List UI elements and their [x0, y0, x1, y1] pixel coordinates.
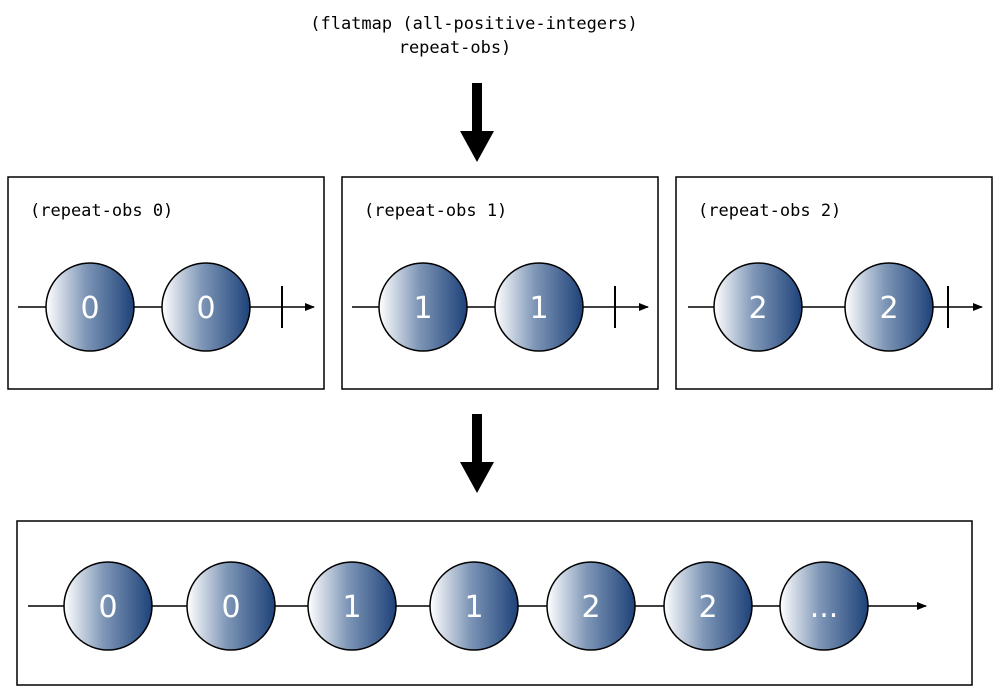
marble-label: 0 [80, 291, 99, 326]
marble-label: 1 [342, 590, 361, 625]
marble: 1 [307, 561, 397, 651]
marble-label: 0 [98, 590, 117, 625]
marble-circle [45, 262, 135, 352]
repeat-obs-panel: (repeat-obs 2) 2 2 [675, 176, 993, 390]
marble-label: 0 [221, 590, 240, 625]
panel-label: (repeat-obs 2) [698, 201, 841, 221]
header-code-line-1: (flatmap (all-positive-integers) [310, 14, 638, 34]
marble: 2 [844, 262, 934, 352]
marble-circle [844, 262, 934, 352]
down-arrow-icon [460, 414, 494, 493]
marble-circle [161, 262, 251, 352]
marble: 0 [63, 561, 153, 651]
marble-label: 2 [748, 291, 767, 326]
marble-circle [63, 561, 153, 651]
marble: ... [779, 561, 869, 651]
marble-circle [779, 561, 869, 651]
marble-circle [713, 262, 803, 352]
marble-circle [378, 262, 468, 352]
marble: 2 [663, 561, 753, 651]
marble: 2 [713, 262, 803, 352]
marble-circle [307, 561, 397, 651]
panel-label: (repeat-obs 0) [30, 201, 173, 221]
marble: 0 [45, 262, 135, 352]
marble: 2 [546, 561, 636, 651]
marble-label: 1 [413, 291, 432, 326]
marble: 1 [494, 262, 584, 352]
marble: 0 [186, 561, 276, 651]
marble-label: 2 [879, 291, 898, 326]
marble-label: 1 [529, 291, 548, 326]
result-panel: 0 0 1 1 2 2... [16, 520, 973, 686]
marble: 1 [429, 561, 519, 651]
marble-circle [494, 262, 584, 352]
marble-label: 2 [698, 590, 717, 625]
marble: 0 [161, 262, 251, 352]
marble-circle [429, 561, 519, 651]
panel-label: (repeat-obs 1) [364, 201, 507, 221]
repeat-obs-panel: (repeat-obs 1) 1 1 [341, 176, 659, 390]
marble-label: 1 [464, 590, 483, 625]
header-code-line-2: repeat-obs) [399, 38, 512, 58]
marble-label: 0 [196, 291, 215, 326]
marble-circle [186, 561, 276, 651]
down-arrow-icon [460, 83, 494, 162]
marble-circle [546, 561, 636, 651]
repeat-obs-panel: (repeat-obs 0) 0 0 [7, 176, 325, 390]
marble: 1 [378, 262, 468, 352]
marble-label: ... [810, 590, 839, 625]
marble-label: 2 [581, 590, 600, 625]
marble-circle [663, 561, 753, 651]
